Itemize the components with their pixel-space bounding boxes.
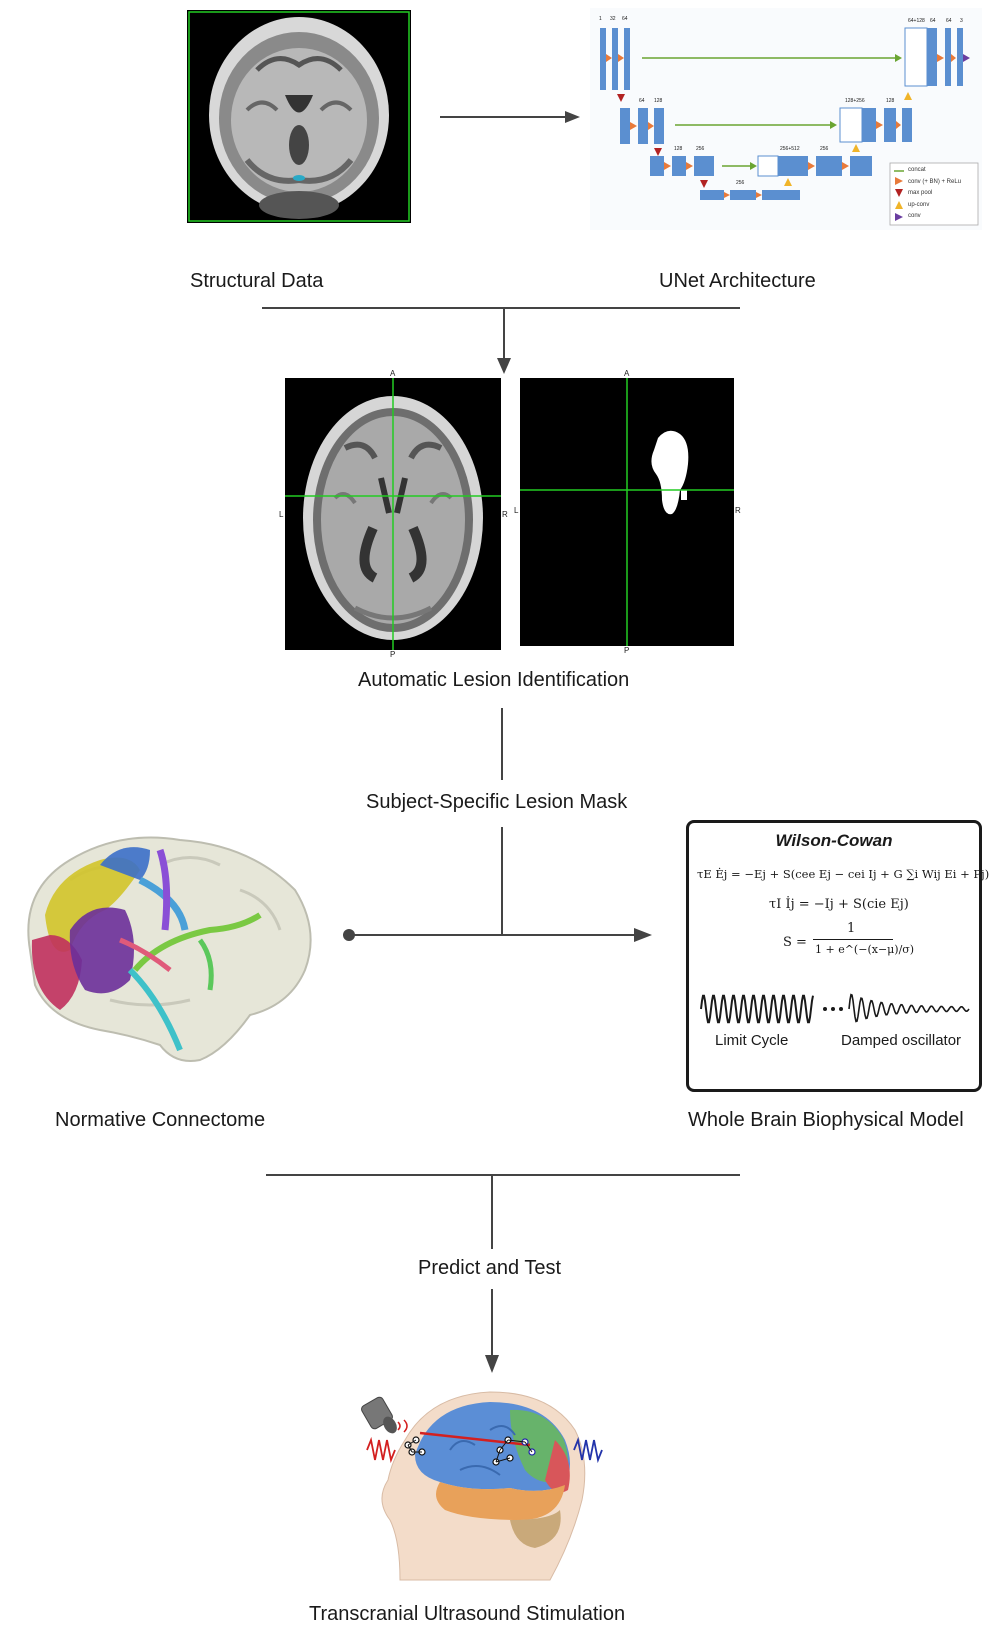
label-normative-connectome: Normative Connectome	[55, 1109, 266, 1131]
label-limit-cycle: Limit Cycle	[715, 1032, 789, 1049]
unet-size: 32	[610, 16, 616, 22]
lesion-mask-image	[520, 378, 734, 646]
mri-label-posterior: P	[624, 646, 630, 655]
mri-label-anterior: A	[624, 369, 630, 378]
label-structural-data: Structural Data	[190, 270, 324, 292]
equation-sigmoid-numerator: 1	[847, 921, 856, 936]
unet-size: 1	[599, 16, 602, 22]
model-title: Wilson-Cowan	[775, 831, 893, 850]
label-predict-and-test: Predict and Test	[418, 1257, 562, 1279]
arrow-to-biophysical-model	[342, 926, 652, 944]
unet-size: 256	[696, 146, 705, 152]
merge-line-bottom	[266, 1174, 740, 1176]
legend-conv: conv	[908, 213, 921, 219]
equation-sigmoid-lhs: S =	[783, 935, 807, 950]
legend-conv-bn-relu: conv (+ BN) + ReLu	[908, 178, 962, 185]
label-whole-brain-biophysical-model: Whole Brain Biophysical Model	[688, 1109, 964, 1131]
unet-size: 256	[736, 180, 745, 186]
legend-concat: concat	[908, 167, 926, 173]
unet-size: 128	[674, 146, 683, 152]
label-subject-specific-lesion-mask: Subject-Specific Lesion Mask	[366, 791, 628, 813]
unet-size: 64	[930, 18, 936, 24]
axial-mri-image	[285, 378, 501, 650]
arrow-to-lesion-identification	[496, 308, 512, 374]
connectome-brain-image	[10, 820, 322, 1072]
equation-sigmoid-denominator: 1 + e^(−(x−μ)/σ)	[815, 943, 915, 956]
merge-line-top	[262, 307, 740, 309]
mri-label-right: R	[502, 510, 508, 519]
label-transcranial-ultrasound-stimulation: Transcranial Ultrasound Stimulation	[309, 1603, 626, 1625]
mri-label-posterior: P	[390, 650, 396, 659]
label-automatic-lesion-identification: Automatic Lesion Identification	[358, 669, 630, 691]
unet-size: 3	[960, 18, 963, 24]
connector-to-model-line	[501, 827, 503, 935]
unet-legend: concat conv (+ BN) + ReLu max pool up-co…	[908, 165, 961, 223]
arrow-to-tus	[484, 1289, 500, 1373]
fraction-bar	[813, 939, 893, 940]
unet-size: 64	[622, 16, 628, 22]
unet-size: 64	[639, 98, 645, 104]
label-unet-architecture: UNet Architecture	[659, 270, 816, 292]
tus-head-illustration	[360, 1380, 620, 1590]
legend-up-conv: up-conv	[908, 201, 930, 208]
unet-size: 128+256	[845, 98, 865, 104]
oscillation-traces	[700, 993, 970, 1024]
unet-size: 128	[886, 98, 895, 104]
unet-diagram: concat conv (+ BN) + ReLu max pool up-co…	[590, 8, 982, 230]
equation-inhibitory: τI İj = −Ij + S(cie Ej)	[769, 897, 909, 912]
mri-label-left: L	[514, 506, 519, 515]
wilson-cowan-model-box: Wilson-Cowan τE Ėj = −Ej + S(cee Ej − ce…	[686, 820, 989, 1092]
connector-to-predict	[491, 1175, 493, 1249]
label-damped-oscillator: Damped oscillator	[841, 1032, 962, 1049]
legend-max-pool: max pool	[908, 190, 933, 196]
mri-label-right: R	[735, 506, 741, 515]
unet-size: 256	[820, 146, 829, 152]
unet-size: 128	[654, 98, 663, 104]
mri-label-anterior: A	[390, 369, 396, 378]
arrow-to-unet	[440, 110, 580, 124]
unet-size: 64+128	[908, 18, 925, 24]
mri-label-left: L	[279, 510, 284, 519]
structural-mri-image	[187, 10, 411, 223]
unet-size: 256+512	[780, 146, 800, 152]
equation-excitatory: τE Ėj = −Ej + S(cee Ej − cei Ij + G ∑i W…	[697, 867, 990, 881]
connector-to-lesion-mask	[501, 708, 503, 780]
unet-size: 64	[946, 18, 952, 24]
